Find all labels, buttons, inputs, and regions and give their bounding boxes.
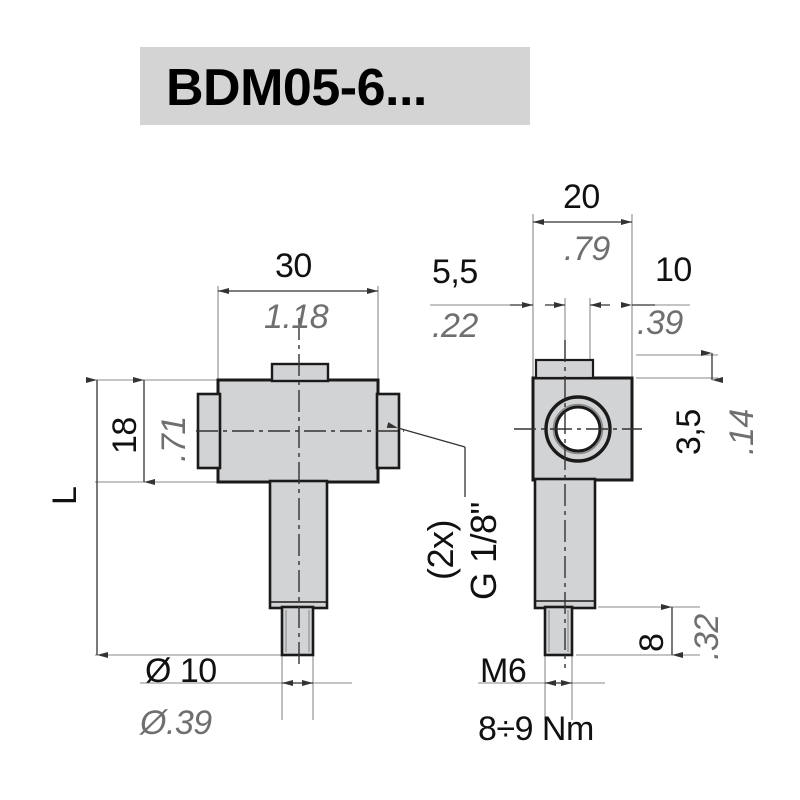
title-banner [140, 47, 530, 125]
label-body-height-imperial: .71 [155, 416, 193, 462]
label-thread-spec: M6 [480, 652, 527, 690]
label-thread-length-metric: 8 [633, 633, 671, 652]
label-tab-height-imperial: .14 [723, 409, 761, 455]
side-view-geometry [430, 214, 723, 720]
label-tab-height-metric: 3,5 [670, 409, 708, 455]
label-body-height-metric: 18 [106, 417, 144, 454]
label-front-width-imperial: 1.18 [264, 298, 329, 336]
front-thread-tip [280, 605, 315, 657]
label-right-offset-imperial: .39 [637, 304, 683, 342]
label-left-offset-imperial: .22 [432, 307, 478, 345]
port-bore-outer-circle [544, 395, 612, 463]
front-view-center-lines [196, 318, 404, 668]
page-title: BDM05-6... [166, 59, 427, 117]
front-view-geometry [86, 286, 466, 720]
label-thread-length-imperial: .32 [688, 614, 726, 660]
label-port-callout: G 1/8" [463, 502, 504, 600]
label-left-offset-metric: 5,5 [432, 253, 478, 291]
label-side-width-imperial: .79 [564, 230, 610, 268]
label-torque-spec: 8÷9 Nm [478, 710, 594, 748]
leader-line-port-callout [386, 422, 466, 497]
label-port-callout-qty: (2x) [420, 520, 461, 580]
label-shaft-dia-imperial: Ø.39 [140, 704, 212, 742]
label-right-offset-metric: 10 [655, 251, 692, 289]
side-view-extension-lines [430, 214, 718, 720]
side-view-center-lines [514, 340, 642, 668]
label-side-width-metric: 20 [563, 178, 600, 216]
label-shaft-dia-metric: Ø 10 [145, 652, 217, 690]
front-view-extension-lines [95, 286, 379, 720]
label-front-width-metric: 30 [275, 247, 312, 285]
front-top-tab [270, 362, 330, 383]
label-overall-length: L [46, 486, 84, 505]
